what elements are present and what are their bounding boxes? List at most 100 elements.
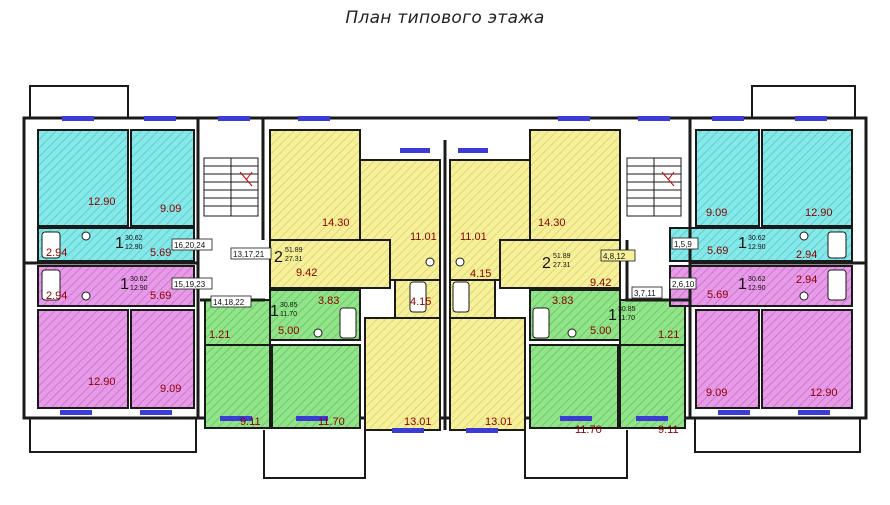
room-labels: 12.90 9.09 2.94 5.69 2.94 5.69 12.90 9.0… [46,196,838,436]
apartment-living-area: 27.31 [285,256,303,263]
room-area-label: 14.30 [322,217,350,229]
window [466,428,498,433]
window [62,116,94,121]
apartment-living-area: 12.90 [748,285,766,292]
apartment-label: 1 30.62 12.90 [120,276,148,293]
window [636,416,668,421]
room-area-label: 3.83 [552,295,573,307]
room-id-box [631,286,663,299]
room-area-label: 5.69 [150,247,171,259]
room-id-label: 2,6,10 [672,280,695,289]
apartment-label: 1 30.85 11.70 [270,302,298,320]
bathroom-fixtures [41,231,847,339]
room-area-label: 4.15 [470,268,491,280]
room-area-label: 2.94 [46,290,67,302]
room-area-label: 2.94 [796,274,817,286]
balcony-bottom-right [694,418,861,453]
apartment-total-area: 30.85 [280,302,298,309]
room-fill [619,299,686,346]
room-area-label: 4.15 [410,296,431,308]
room-area-label: 13.01 [404,416,432,428]
room-fill [695,309,760,409]
room-fill [37,265,195,307]
room-fill [364,317,441,431]
room-area-label: 12.90 [805,207,833,219]
room-id-box [671,237,699,250]
toilet-icon [425,257,435,267]
bathtub-icon [827,231,847,259]
apartment-total-area: 30.85 [618,306,636,313]
room-area-label: 9.42 [590,277,611,289]
room-area-label: 1.21 [658,329,679,341]
room-fill [695,129,760,227]
room-area-label: 9.09 [706,387,727,399]
balcony-bottom-left [29,418,197,453]
stair-arrow [661,171,675,187]
room-fill [204,344,271,429]
room-id-box [600,249,636,262]
room-fill [669,227,853,262]
room-id-tags [171,237,699,308]
windows [60,116,830,433]
apartment-living-area: 12.90 [125,244,143,251]
balcony-top-right [751,85,856,118]
window [220,416,252,421]
toilet-icon [799,291,809,301]
room-area-label: 11.01 [460,231,487,243]
apartment-living-area: 11.70 [280,311,297,318]
room-area-label: 5.69 [707,245,728,257]
room-id-label: 16,20,24 [174,241,206,250]
apartment-rooms: 1 [738,276,747,293]
room-id-label: 3,7,11 [634,289,656,298]
room-fill [529,129,621,241]
room-fill [761,129,853,227]
room-area-label: 12.90 [810,387,838,399]
room-fill [37,129,129,227]
apartment-living-area: 12.90 [130,285,148,292]
bathtub-icon [41,231,61,259]
room-area-label: 2.94 [796,249,817,261]
room-area-label: 13.01 [485,416,513,428]
room-area-label: 9.09 [160,203,181,215]
room-id-box [669,277,697,290]
apartment-rooms: 2 [274,249,283,266]
window [400,148,430,153]
apartment-living-area: 11.70 [618,315,635,322]
toilet-icon [455,257,465,267]
toilet-icon [799,231,809,241]
room-fill [37,309,129,409]
room-area-label: 5.00 [278,325,299,337]
room-fill [449,317,526,431]
staircases [203,157,682,217]
interior-walls [24,118,866,430]
room-id-box [171,238,213,251]
toilet-icon [81,291,91,301]
room-area-label: 2.94 [46,247,67,259]
room-fill [269,129,361,241]
room-id-label: 15,19,23 [174,280,206,289]
room-area-label: 12.90 [88,376,116,388]
room-fill [269,239,391,289]
bathtub-icon [532,307,550,339]
apartment-total-area: 51.89 [285,247,303,254]
window [795,116,827,121]
window [296,416,328,421]
window [712,116,744,121]
room-id-label: 4,8,12 [603,252,626,261]
apartment-living-area: 27.31 [553,262,571,269]
room-id-box [230,247,272,260]
balcony-bottom-center-right [524,430,628,479]
window [144,116,176,121]
bathtub-icon [452,281,470,313]
room-area-label: 14.30 [538,217,566,229]
room-area-label: 9.09 [160,383,181,395]
window [798,410,830,415]
apartment-rooms: 2 [542,255,551,272]
room-id-box [210,295,252,308]
apartment-rooms: 1 [608,307,617,324]
window [638,116,670,121]
room-fill [499,239,621,289]
room-area-label: 11.70 [575,424,602,436]
window [298,116,330,121]
